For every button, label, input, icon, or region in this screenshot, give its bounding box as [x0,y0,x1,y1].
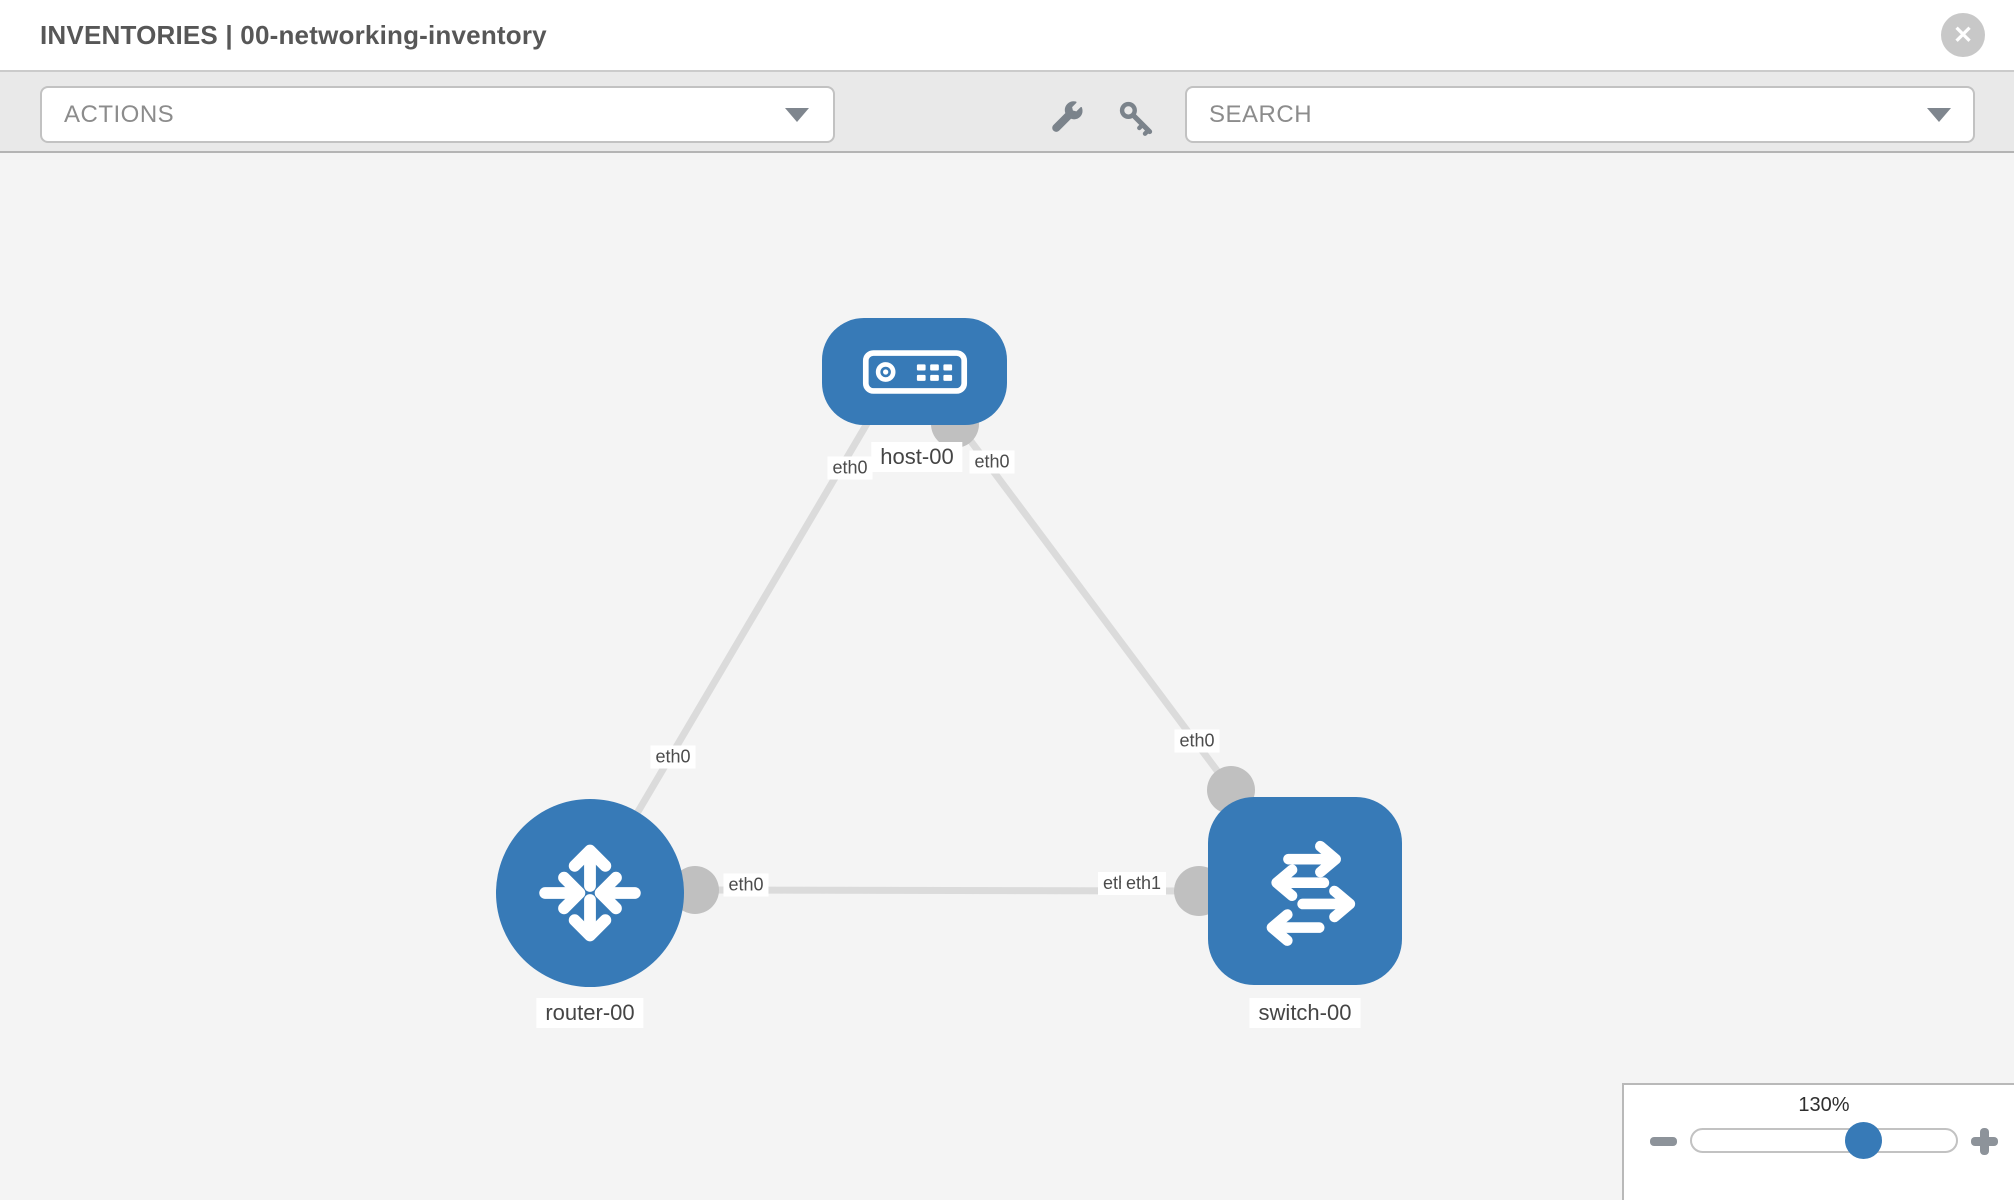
zoom-in-button[interactable] [1971,1128,1998,1155]
iface-label-router-right: eth0 [723,873,769,897]
iface-label-router-uplink: eth0 [650,745,696,769]
node-router-00[interactable] [496,799,684,987]
switch-arrows-icon [1266,840,1356,946]
zoom-slider-track[interactable] [1690,1128,1958,1153]
zoom-slider-knob[interactable] [1845,1122,1882,1159]
close-icon: ✕ [1952,21,1974,49]
configure-button[interactable] [1046,96,1090,140]
topology-canvas[interactable] [0,153,2014,1200]
toolbar: ACTIONS [0,72,2014,153]
iface-label-switch-left: eth1 [1121,872,1167,895]
iface-label-host-left: eth0 [827,456,873,480]
zoom-out-button[interactable] [1650,1137,1677,1146]
chevron-down-icon [785,107,809,122]
server-icon [862,349,967,394]
actions-dropdown-label: ACTIONS [64,100,175,128]
iface-label-host-right: eth0 [969,450,1015,474]
credentials-button[interactable] [1114,96,1158,140]
router-arrows-icon [539,844,641,942]
search-input[interactable] [1209,100,1927,129]
node-label-router: router-00 [536,998,644,1028]
header: INVENTORIES | 00-networking-inventory ✕ [0,0,2014,72]
key-icon [1119,101,1153,136]
node-host-00[interactable] [822,318,1007,425]
node-label-host: host-00 [871,442,963,472]
node-switch-00[interactable] [1208,797,1402,985]
zoom-level-text: 130% [1798,1094,1850,1116]
node-label-switch: switch-00 [1249,998,1361,1028]
chevron-down-icon [1927,107,1951,122]
search-dropdown[interactable] [1185,86,1975,143]
page-title: INVENTORIES | 00-networking-inventory [40,20,547,50]
actions-dropdown[interactable]: ACTIONS [40,86,835,143]
wrench-icon [1052,101,1083,132]
close-button[interactable]: ✕ [1941,13,1985,57]
iface-label-switch-uplink: eth0 [1174,729,1220,753]
